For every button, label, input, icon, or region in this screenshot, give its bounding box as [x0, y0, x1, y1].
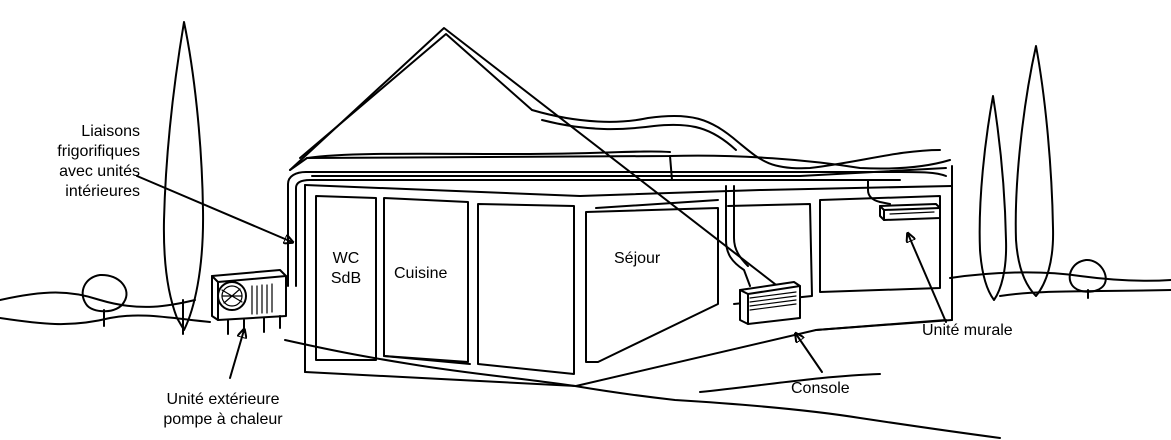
label-cuisine: Cuisine: [394, 265, 448, 282]
label-unite-murale: Unité murale: [922, 322, 1013, 339]
ground-line-right-2: [999, 289, 1171, 297]
arrow-console: [796, 334, 823, 373]
roof-eave-left-2: [306, 150, 671, 159]
wall-top-right: [311, 167, 947, 177]
label-wc-sdb: WC SdB: [330, 250, 362, 287]
ground-line-left: [0, 291, 196, 308]
console-indoor-unit: [739, 281, 801, 325]
ground-line-bottom: [284, 339, 1001, 439]
tall-tree-left: [162, 21, 205, 331]
refrigerant-pipe-main-2: [295, 179, 901, 287]
ground-line-bottom-2: [699, 373, 881, 393]
roof-ridge: [531, 109, 941, 170]
room-cuisine-frame: [383, 197, 469, 363]
room-third-frame: [477, 203, 575, 375]
refrigerant-pipe-console-2: [733, 185, 749, 267]
refrigerant-pipe-mural: [867, 179, 891, 205]
room-mural-frame: [819, 195, 941, 293]
label-sejour: Séjour: [614, 250, 661, 267]
outdoor-heat-pump-unit: [211, 269, 287, 335]
refrigerant-pipe-main: [287, 171, 947, 287]
arrow-liaisons: [136, 175, 292, 242]
room-cuisine-floor: [383, 355, 471, 365]
wall-top-left: [304, 184, 953, 197]
wall-mounted-indoor-unit: [879, 203, 941, 221]
label-liaisons: Liaisons frigorifiques avec unités intér…: [57, 123, 140, 200]
roof-eave-left: [289, 154, 951, 171]
room-wc-frame: [315, 195, 377, 361]
roof-inner: [299, 33, 533, 159]
small-bush-left: [81, 273, 128, 313]
roof-ridge-2: [541, 119, 737, 151]
room-sejour-frame: [585, 207, 719, 363]
tree-right-1: [978, 95, 1008, 301]
refrigerant-pipe-console: [725, 185, 751, 287]
label-unite-exterieure: Unité extérieure pompe à chaleur: [163, 391, 283, 428]
ground-line-right: [949, 271, 1171, 282]
tree-right-2: [1014, 45, 1055, 297]
arrow-unite-exterieure: [229, 330, 244, 379]
room-mural-floor: [815, 319, 947, 331]
arrow-unite-murale: [908, 234, 947, 323]
room-sejour-inner: [595, 199, 719, 209]
label-console: Console: [791, 380, 850, 397]
